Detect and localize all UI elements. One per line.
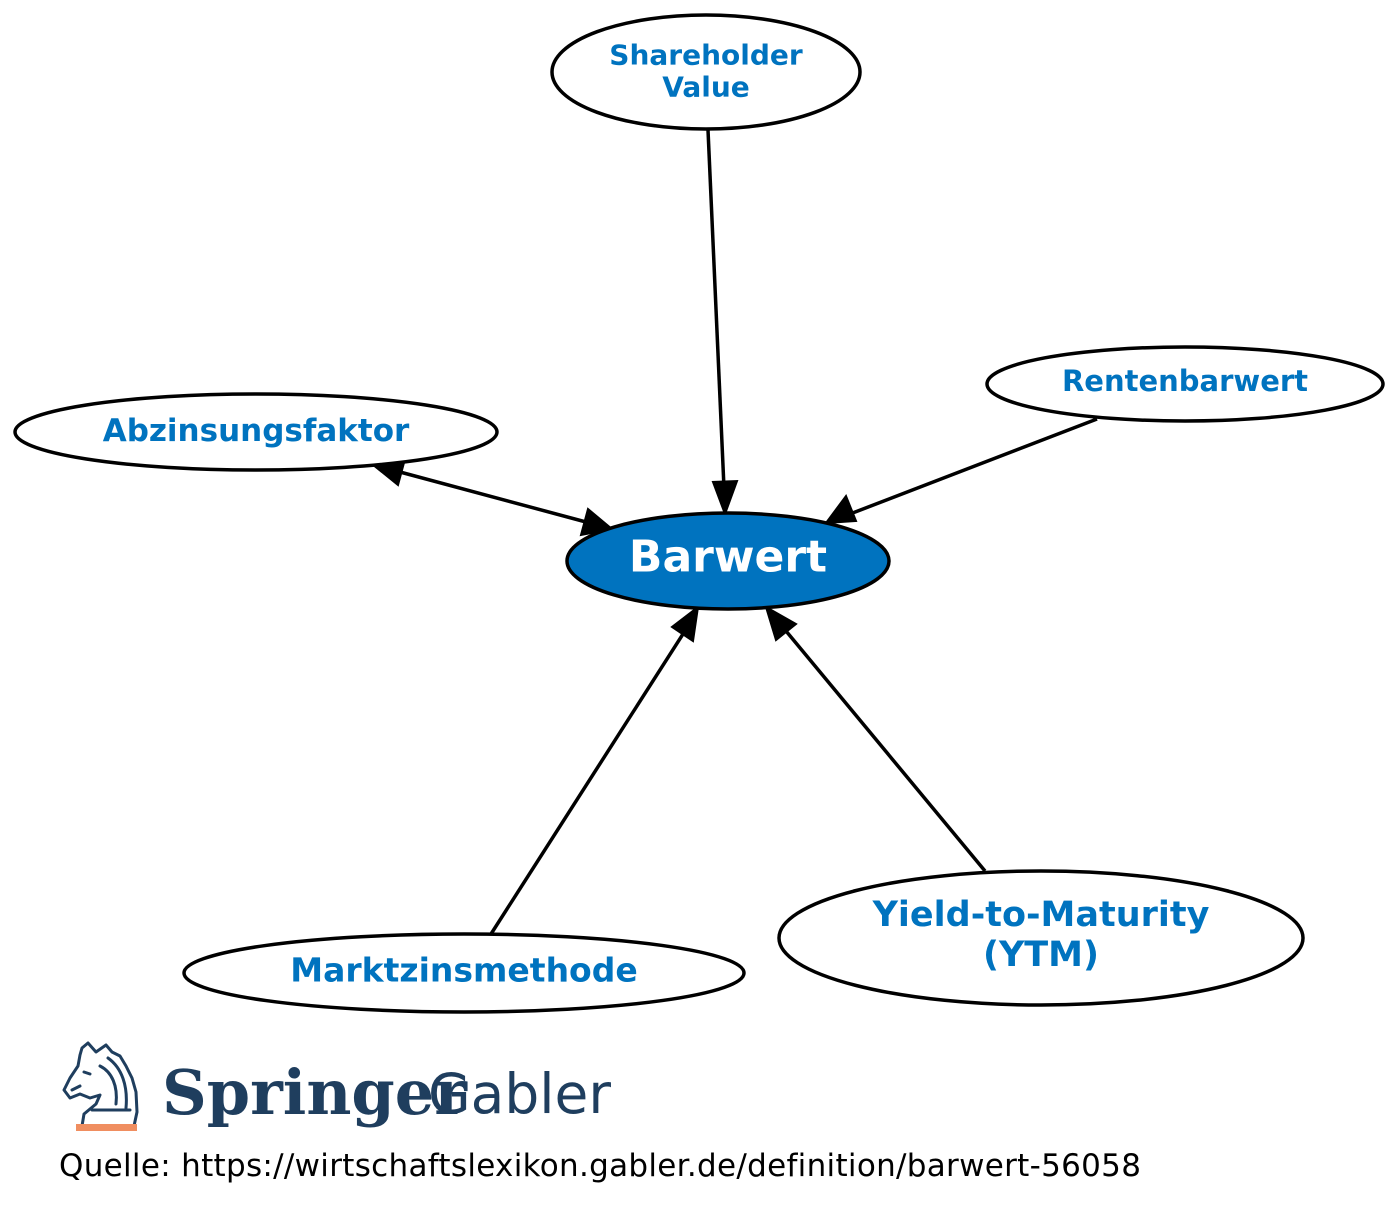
node-shareholder-value[interactable]: Shareholder Value bbox=[550, 13, 862, 131]
arrowhead-into-barwert-bottom-right bbox=[764, 604, 798, 642]
node-ellipse bbox=[985, 345, 1385, 423]
node-yield-to-maturity[interactable]: Yield-to-Maturity (YTM) bbox=[777, 869, 1305, 1007]
node-label: Rentenbarwert bbox=[1062, 364, 1308, 398]
node-label-line1: Yield-to-Maturity bbox=[872, 895, 1210, 935]
node-ellipse bbox=[550, 13, 862, 131]
edge-ytm-to-barwert bbox=[784, 629, 987, 873]
node-ellipse bbox=[13, 392, 499, 472]
logo-word-gabler: Gabler bbox=[428, 1062, 611, 1126]
springer-gabler-logo: Springer Gabler bbox=[62, 1041, 611, 1131]
node-barwert[interactable]: Barwert bbox=[565, 511, 891, 611]
node-label: Marktzinsmethode bbox=[290, 951, 637, 990]
edge-shareholder-to-barwert bbox=[706, 129, 726, 489]
logo-word-springer: Springer bbox=[162, 1056, 468, 1129]
node-marktzinsmethode[interactable]: Marktzinsmethode bbox=[182, 932, 746, 1014]
node-ellipse bbox=[777, 869, 1305, 1007]
logo-underline bbox=[76, 1124, 137, 1131]
edge-marktzinsmethode-to-barwert bbox=[489, 633, 685, 935]
arrowhead-into-barwert-top bbox=[711, 479, 739, 517]
node-label: Abzinsungsfaktor bbox=[103, 413, 410, 449]
edge-rentenbarwert-to-barwert bbox=[849, 417, 1098, 516]
edge-abzinsungsfaktor-barwert bbox=[399, 470, 587, 524]
node-abzinsungsfaktor[interactable]: Abzinsungsfaktor bbox=[13, 392, 499, 472]
arrowhead-into-barwert-bottom-left bbox=[670, 604, 700, 643]
arrowhead-into-barwert-right bbox=[823, 493, 858, 525]
node-label-line2: Value bbox=[662, 71, 750, 104]
center-node-ellipse bbox=[565, 511, 891, 611]
knight-horse-icon bbox=[62, 1041, 139, 1128]
node-label-line2: (YTM) bbox=[983, 935, 1099, 975]
center-node-label: Barwert bbox=[629, 532, 827, 583]
node-label-line1: Shareholder bbox=[609, 39, 803, 72]
node-rentenbarwert[interactable]: Rentenbarwert bbox=[985, 345, 1385, 423]
node-ellipse bbox=[182, 932, 746, 1014]
source-citation: Quelle: https://wirtschaftslexikon.gable… bbox=[59, 1148, 1142, 1184]
